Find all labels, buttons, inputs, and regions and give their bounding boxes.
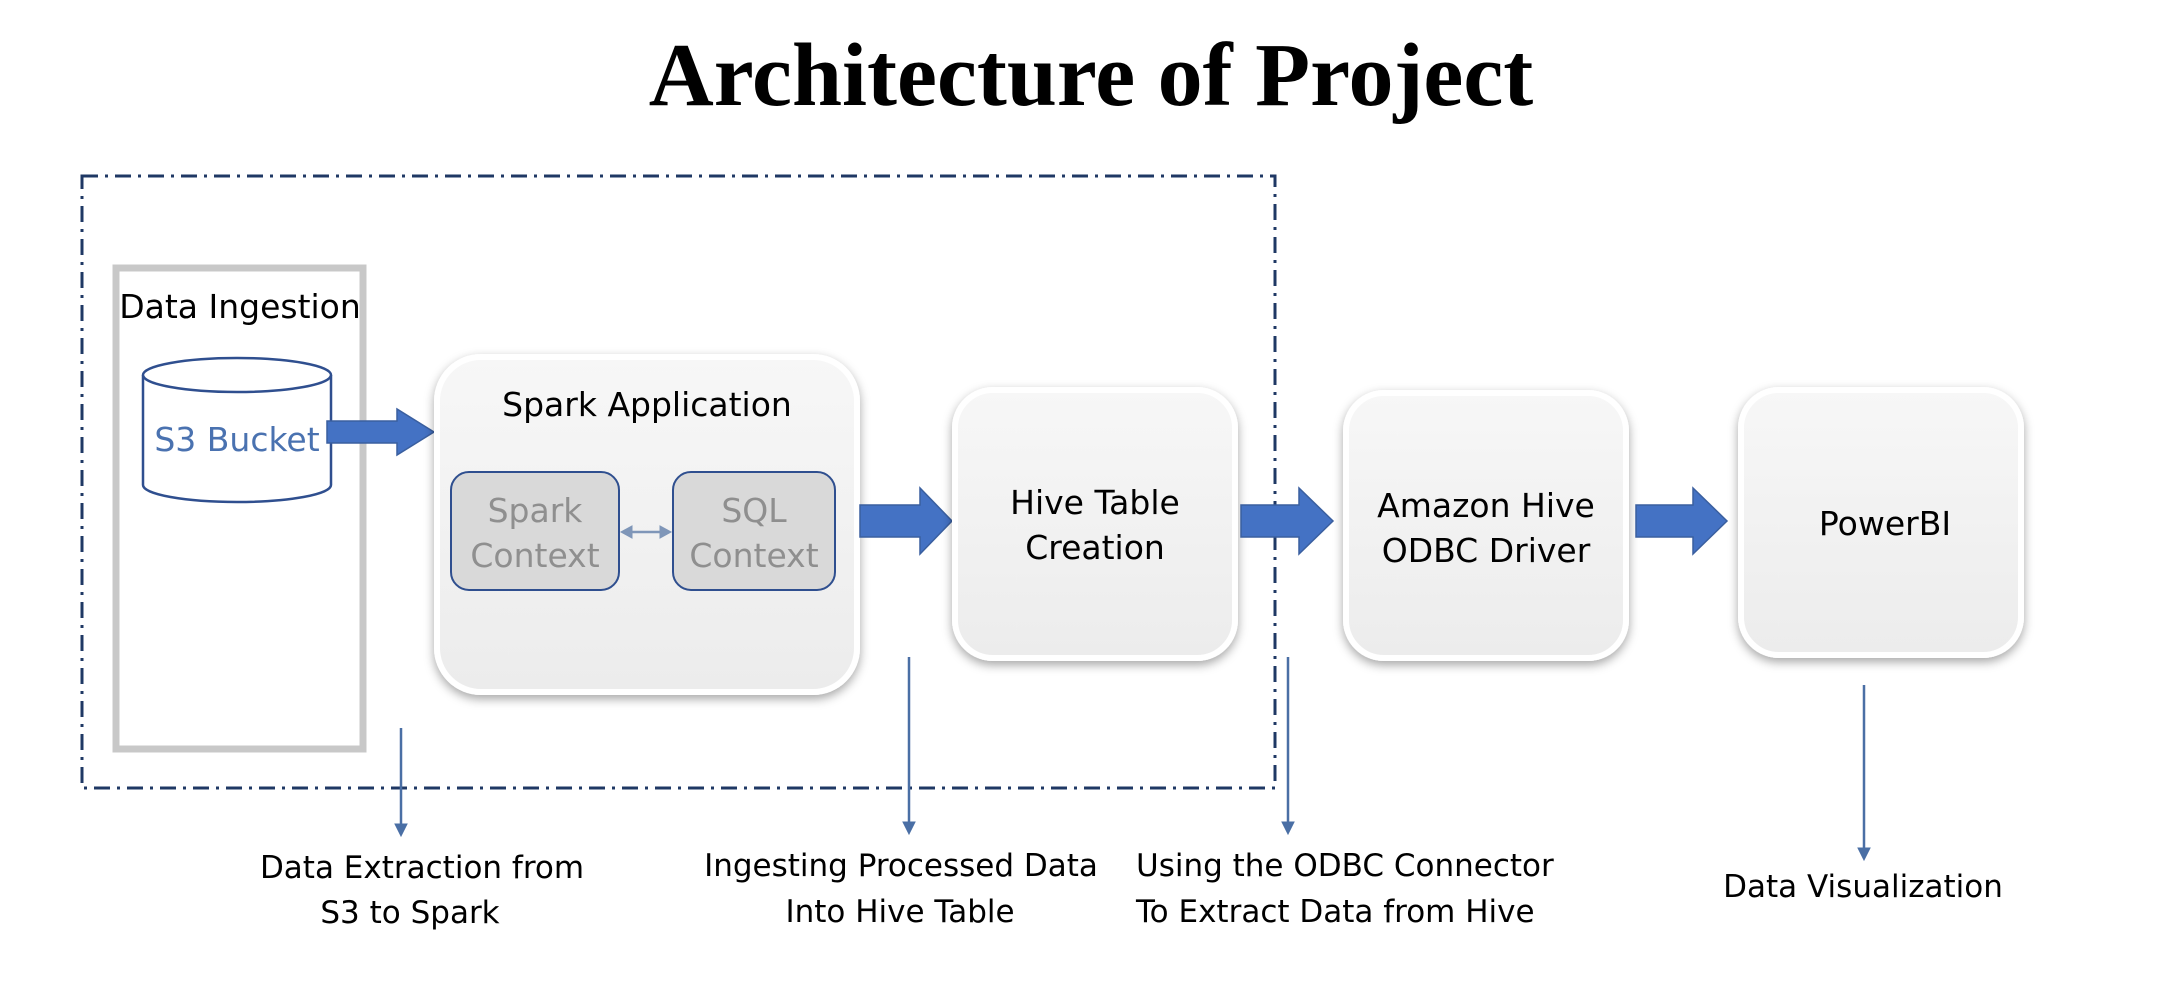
caption-ingesting: Ingesting Processed Data Into Hive Table [704,848,1098,930]
extraction-pointer [394,728,408,838]
sql-context-box [672,471,836,591]
sql-context-label-line2: Context [689,536,818,575]
powerbi-label: PowerBI [1819,504,1951,543]
spark-application-box: Spark Application Spark Context SQL Cont… [434,354,860,695]
powerbi-box: PowerBI [1738,387,2024,658]
caption-ingesting-line1: Ingesting Processed Data [704,848,1098,884]
caption-odbc-line1: Using the ODBC Connector [1136,848,1554,884]
flow-arrow-spark-to-hive [859,486,954,556]
flow-arrow-hive-to-odbc [1240,486,1335,556]
data-ingestion-label: Data Ingestion [119,287,361,326]
spark-application-label: Spark Application [502,385,792,424]
visualization-pointer [1857,685,1871,862]
odbc-driver-label-line1: Amazon Hive [1377,486,1595,525]
caption-odbc-line2: To Extract Data from Hive [1135,894,1535,930]
caption-odbc: Using the ODBC Connector To Extract Data… [1135,848,1554,930]
caption-ingesting-line2: Into Hive Table [785,894,1014,930]
s3-bucket-cylinder: S3 Bucket [141,356,333,504]
spark-context-label-line2: Context [470,536,599,575]
s3-bucket-label: S3 Bucket [154,420,319,459]
data-ingestion-panel: Data Ingestion S3 Bucket [112,264,367,753]
caption-visualization-line1: Data Visualization [1723,869,2003,905]
context-link-arrow [619,525,673,539]
caption-extraction-line1: Data Extraction from [260,850,584,886]
ingesting-pointer [902,657,916,836]
odbc-driver-box: Amazon Hive ODBC Driver [1343,390,1629,661]
spark-context-box [450,471,620,591]
hive-table-box: Hive Table Creation [952,387,1238,661]
spark-context-label-line1: Spark [488,491,584,530]
hive-table-label-line1: Hive Table [1010,483,1180,522]
flow-arrow-odbc-to-powerbi [1635,486,1729,556]
caption-visualization: Data Visualization [1723,869,2003,905]
odbc-driver-label-line2: ODBC Driver [1382,531,1591,570]
system-boundary [80,174,1277,790]
flow-arrow-s3-to-spark [326,407,436,457]
hive-table-label-line2: Creation [1025,528,1165,567]
caption-extraction-line2: S3 to Spark [320,895,499,931]
caption-extraction: Data Extraction from S3 to Spark [260,850,584,931]
sql-context-label-line1: SQL [721,491,787,530]
odbc-pointer [1281,657,1295,836]
page-title: Architecture of Project [649,26,1534,125]
